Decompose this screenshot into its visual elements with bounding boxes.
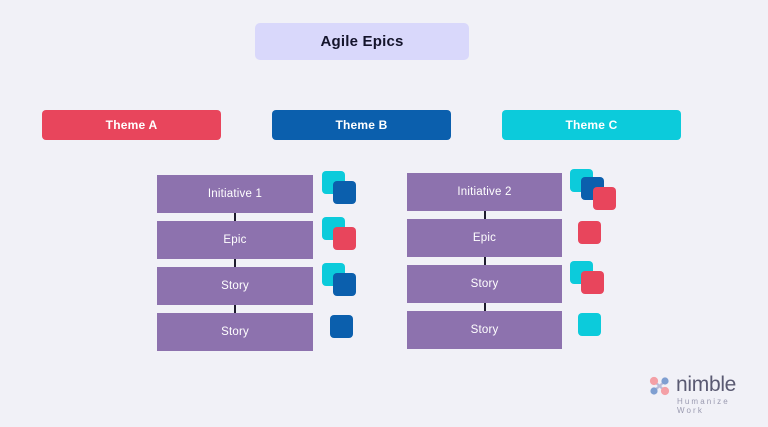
tag-group bbox=[570, 215, 650, 263]
node-label: Story bbox=[470, 324, 499, 336]
node-bar-story-1: Story bbox=[407, 265, 562, 303]
theme-label-a: Theme A bbox=[105, 118, 158, 132]
theme-label-c: Theme C bbox=[565, 118, 618, 132]
node-label: Initiative 1 bbox=[207, 188, 263, 200]
logo-tagline: Humanize Work bbox=[677, 397, 730, 415]
page-title: Agile Epics bbox=[255, 23, 469, 60]
theme-bar-c: Theme C bbox=[502, 110, 681, 140]
node-label: Story bbox=[221, 326, 249, 338]
node-bar-story-2: Story bbox=[157, 313, 313, 351]
tag-square-red bbox=[593, 187, 616, 210]
node-label: Epic bbox=[472, 232, 497, 244]
tag-square-blue bbox=[330, 315, 353, 338]
tag-group bbox=[322, 309, 402, 357]
node-bar-story-2: Story bbox=[407, 311, 562, 349]
tag-group bbox=[322, 263, 402, 311]
theme-bar-a: Theme A bbox=[42, 110, 221, 140]
tag-group bbox=[570, 307, 650, 355]
nimble-logo: nimble Humanize Work bbox=[648, 373, 760, 415]
tag-square-cyan bbox=[578, 313, 601, 336]
node-label: Initiative 2 bbox=[457, 186, 512, 198]
tag-group bbox=[322, 217, 402, 265]
page-title-label: Agile Epics bbox=[320, 33, 404, 50]
tag-square-red bbox=[578, 221, 601, 244]
theme-bar-b: Theme B bbox=[272, 110, 451, 140]
tag-group bbox=[322, 171, 402, 219]
node-bar-initiative-2: Initiative 2 bbox=[407, 173, 562, 211]
node-bar-story-1: Story bbox=[157, 267, 313, 305]
molecule-icon bbox=[648, 375, 672, 397]
node-bar-epic: Epic bbox=[157, 221, 313, 259]
node-label: Epic bbox=[223, 234, 247, 246]
node-label: Story bbox=[221, 280, 249, 292]
tag-group bbox=[570, 261, 650, 309]
tag-square-blue bbox=[333, 273, 356, 296]
tag-group bbox=[570, 169, 650, 217]
tag-square-red bbox=[333, 227, 356, 250]
node-bar-epic: Epic bbox=[407, 219, 562, 257]
node-label: Story bbox=[470, 278, 499, 290]
node-bar-initiative-1: Initiative 1 bbox=[157, 175, 313, 213]
theme-label-b: Theme B bbox=[335, 118, 388, 132]
logo-wordmark: nimble bbox=[676, 373, 737, 396]
tag-square-red bbox=[581, 271, 604, 294]
tag-square-blue bbox=[333, 181, 356, 204]
